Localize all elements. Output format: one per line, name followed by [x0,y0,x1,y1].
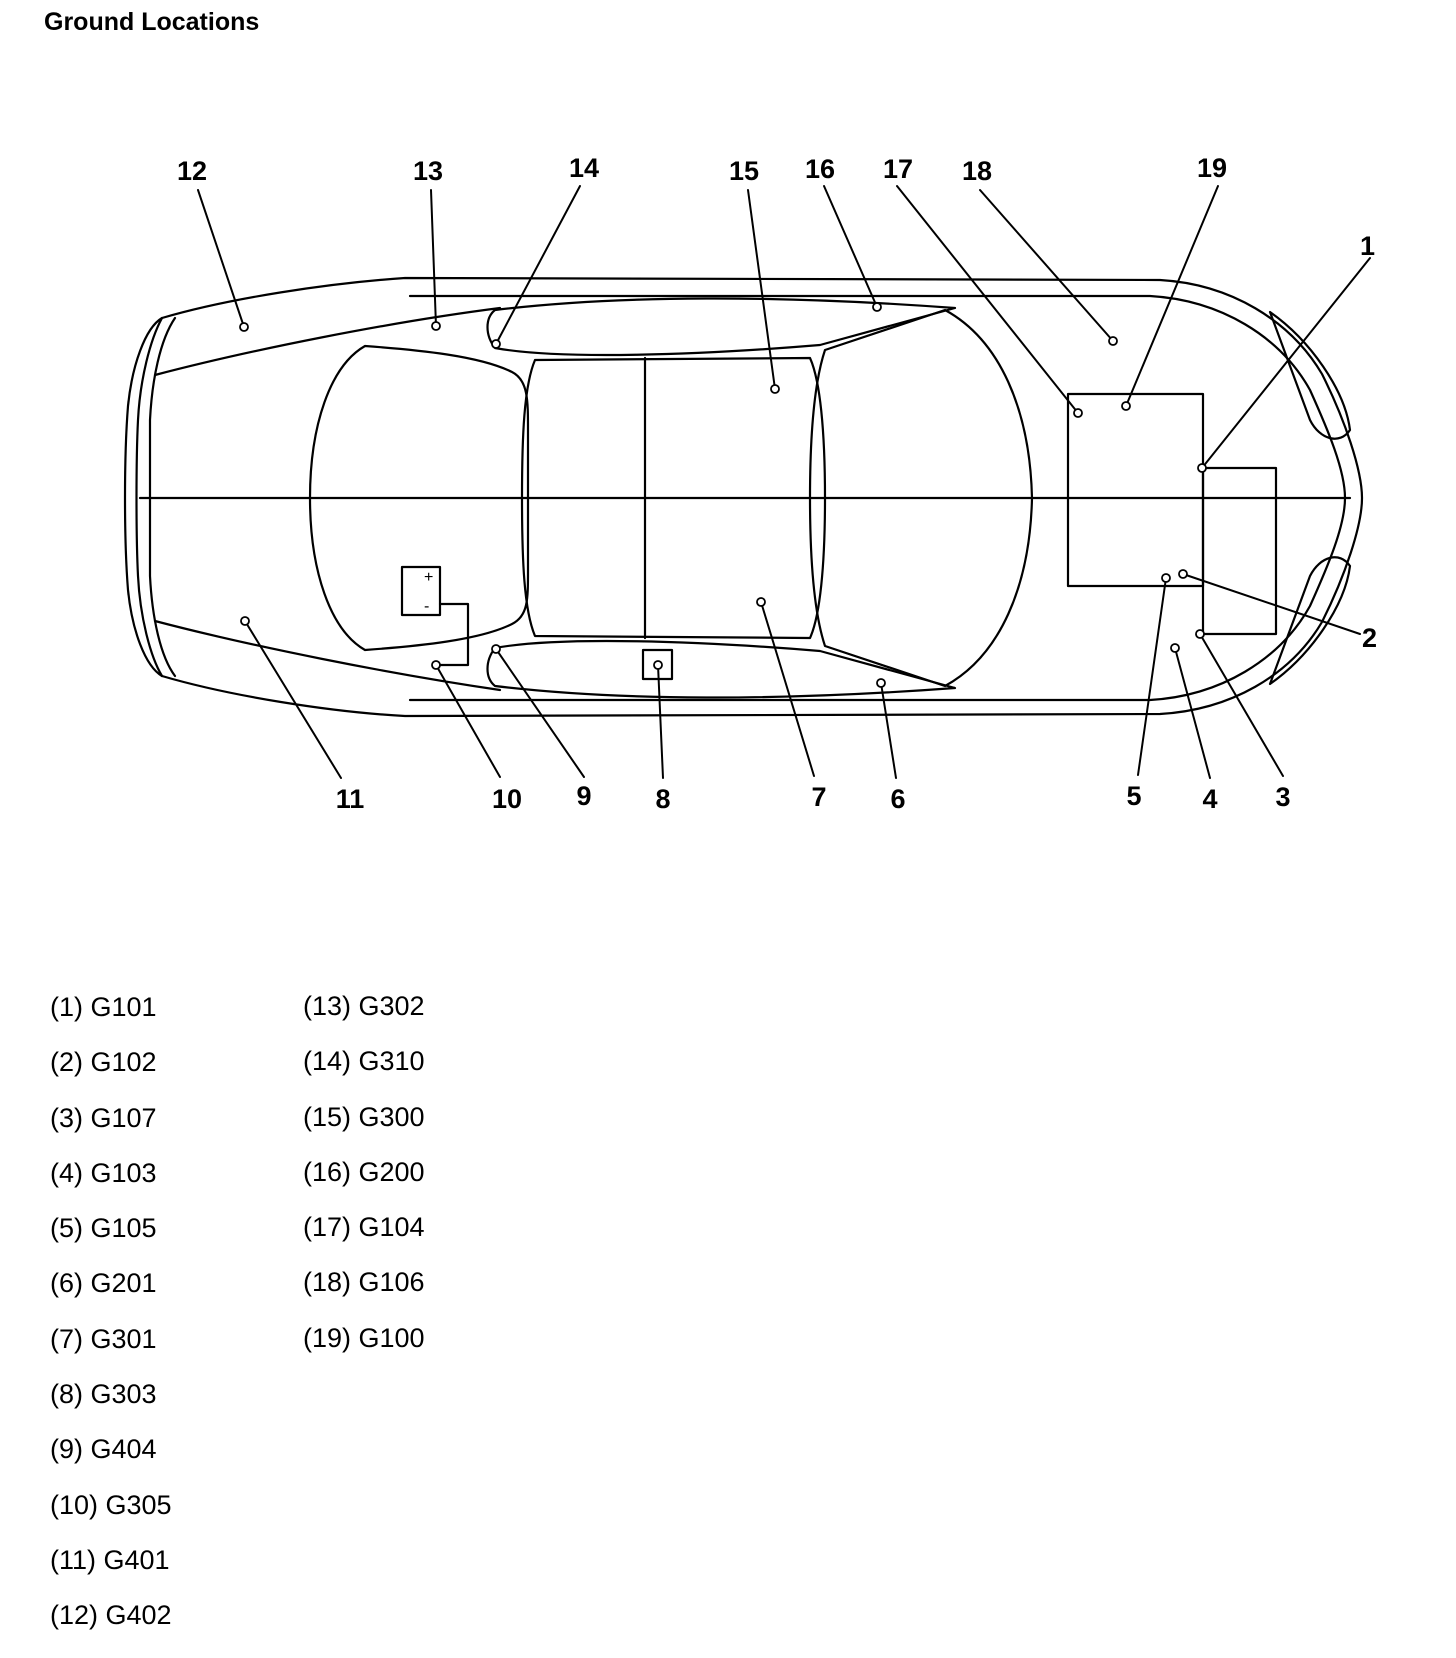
front-bumper [135,316,164,678]
trunk-module [1201,466,1278,636]
legend-item: (17) G104 [303,1212,425,1243]
ground-point-13 [431,321,441,331]
ground-point-11 [240,616,250,626]
legend-item: (7) G301 [50,1323,157,1354]
callout-12: 12 [177,156,207,186]
callout-11: 11 [336,784,365,814]
vehicle-ground-diagram: + - [123,153,1377,814]
ground-point-6 [876,678,886,688]
legend-item: (1) G101 [50,992,157,1022]
callout-6: 6 [890,784,905,814]
tail-light-upper [1268,310,1352,440]
ground-point-3 [1195,629,1205,639]
ground-point-7 [756,597,766,607]
legend-item: (6) G201 [50,1268,157,1299]
callout-7: 7 [811,782,826,812]
ground-point-9 [491,644,501,654]
ground-point-5 [1161,573,1171,583]
legend-item: (12) G402 [50,1600,172,1631]
ground-point-16 [872,302,882,312]
battery-cable [436,602,470,667]
legend-item: (9) G404 [50,1434,157,1465]
ground-point-14 [491,339,501,349]
callout-13: 13 [413,156,443,186]
callout-9: 9 [576,781,591,811]
ground-point-2 [1178,569,1188,579]
ground-point-12 [239,322,249,332]
callout-3: 3 [1275,782,1290,812]
ground-point-1 [1197,463,1207,473]
legend-item: (10) G305 [50,1489,172,1520]
legend-item: (8) G303 [50,1379,157,1410]
hood-line-upper [153,306,502,377]
callout-16: 16 [805,154,835,184]
callout-15: 15 [729,156,759,186]
legend-item: (15) G300 [303,1101,425,1132]
legend-item: (14) G310 [303,1046,425,1077]
windshield [308,344,530,652]
callout-17: 17 [883,154,913,184]
side-window-lower [486,639,957,699]
legend-item: (5) G105 [50,1213,157,1244]
callout-1: 1 [1360,231,1375,261]
battery [400,565,442,617]
callout-2: 2 [1362,623,1377,653]
side-window-upper [486,297,957,357]
hood-line-lower [153,619,502,692]
ground-point-19 [1121,401,1131,411]
legend-item: (13) G302 [303,991,425,1021]
callout-4: 4 [1202,784,1217,814]
ground-bracket-8 [641,648,674,681]
legend-item: (2) G102 [50,1047,157,1078]
callout-5: 5 [1126,781,1141,811]
callout-18: 18 [962,156,992,186]
ground-point-4 [1170,643,1180,653]
battery-plus-icon: + [424,569,433,586]
legend-item: (16) G200 [303,1156,425,1187]
ground-point-10 [431,660,441,670]
legend-item: (3) G107 [50,1102,157,1133]
callout-10: 10 [492,784,522,814]
legend-column-2: (13) G302 (14) G310 (15) G300 (16) G200 … [303,979,425,1366]
callout-14: 14 [569,153,599,183]
legend-item: (19) G100 [303,1322,425,1353]
legend-item: (4) G103 [50,1157,157,1188]
rear-window [808,308,1034,688]
ground-point-18 [1108,336,1118,346]
battery-minus-icon: - [424,598,429,615]
legend-item: (11) G401 [50,1544,170,1575]
page-title: Ground Locations [44,8,260,36]
body-outline [123,276,1364,718]
ground-point-8 [653,660,663,670]
callout-8: 8 [655,784,670,814]
legend-column-1: (1) G101 (2) G102 (3) G107 (4) G103 (5) … [50,980,172,1644]
roof [520,356,827,640]
legend-item: (18) G106 [303,1267,425,1298]
callout-19: 19 [1197,153,1227,183]
tail-light-lower [1268,556,1352,686]
ground-point-15 [770,384,780,394]
trunk-panel [1066,392,1205,588]
ground-point-17 [1073,408,1083,418]
